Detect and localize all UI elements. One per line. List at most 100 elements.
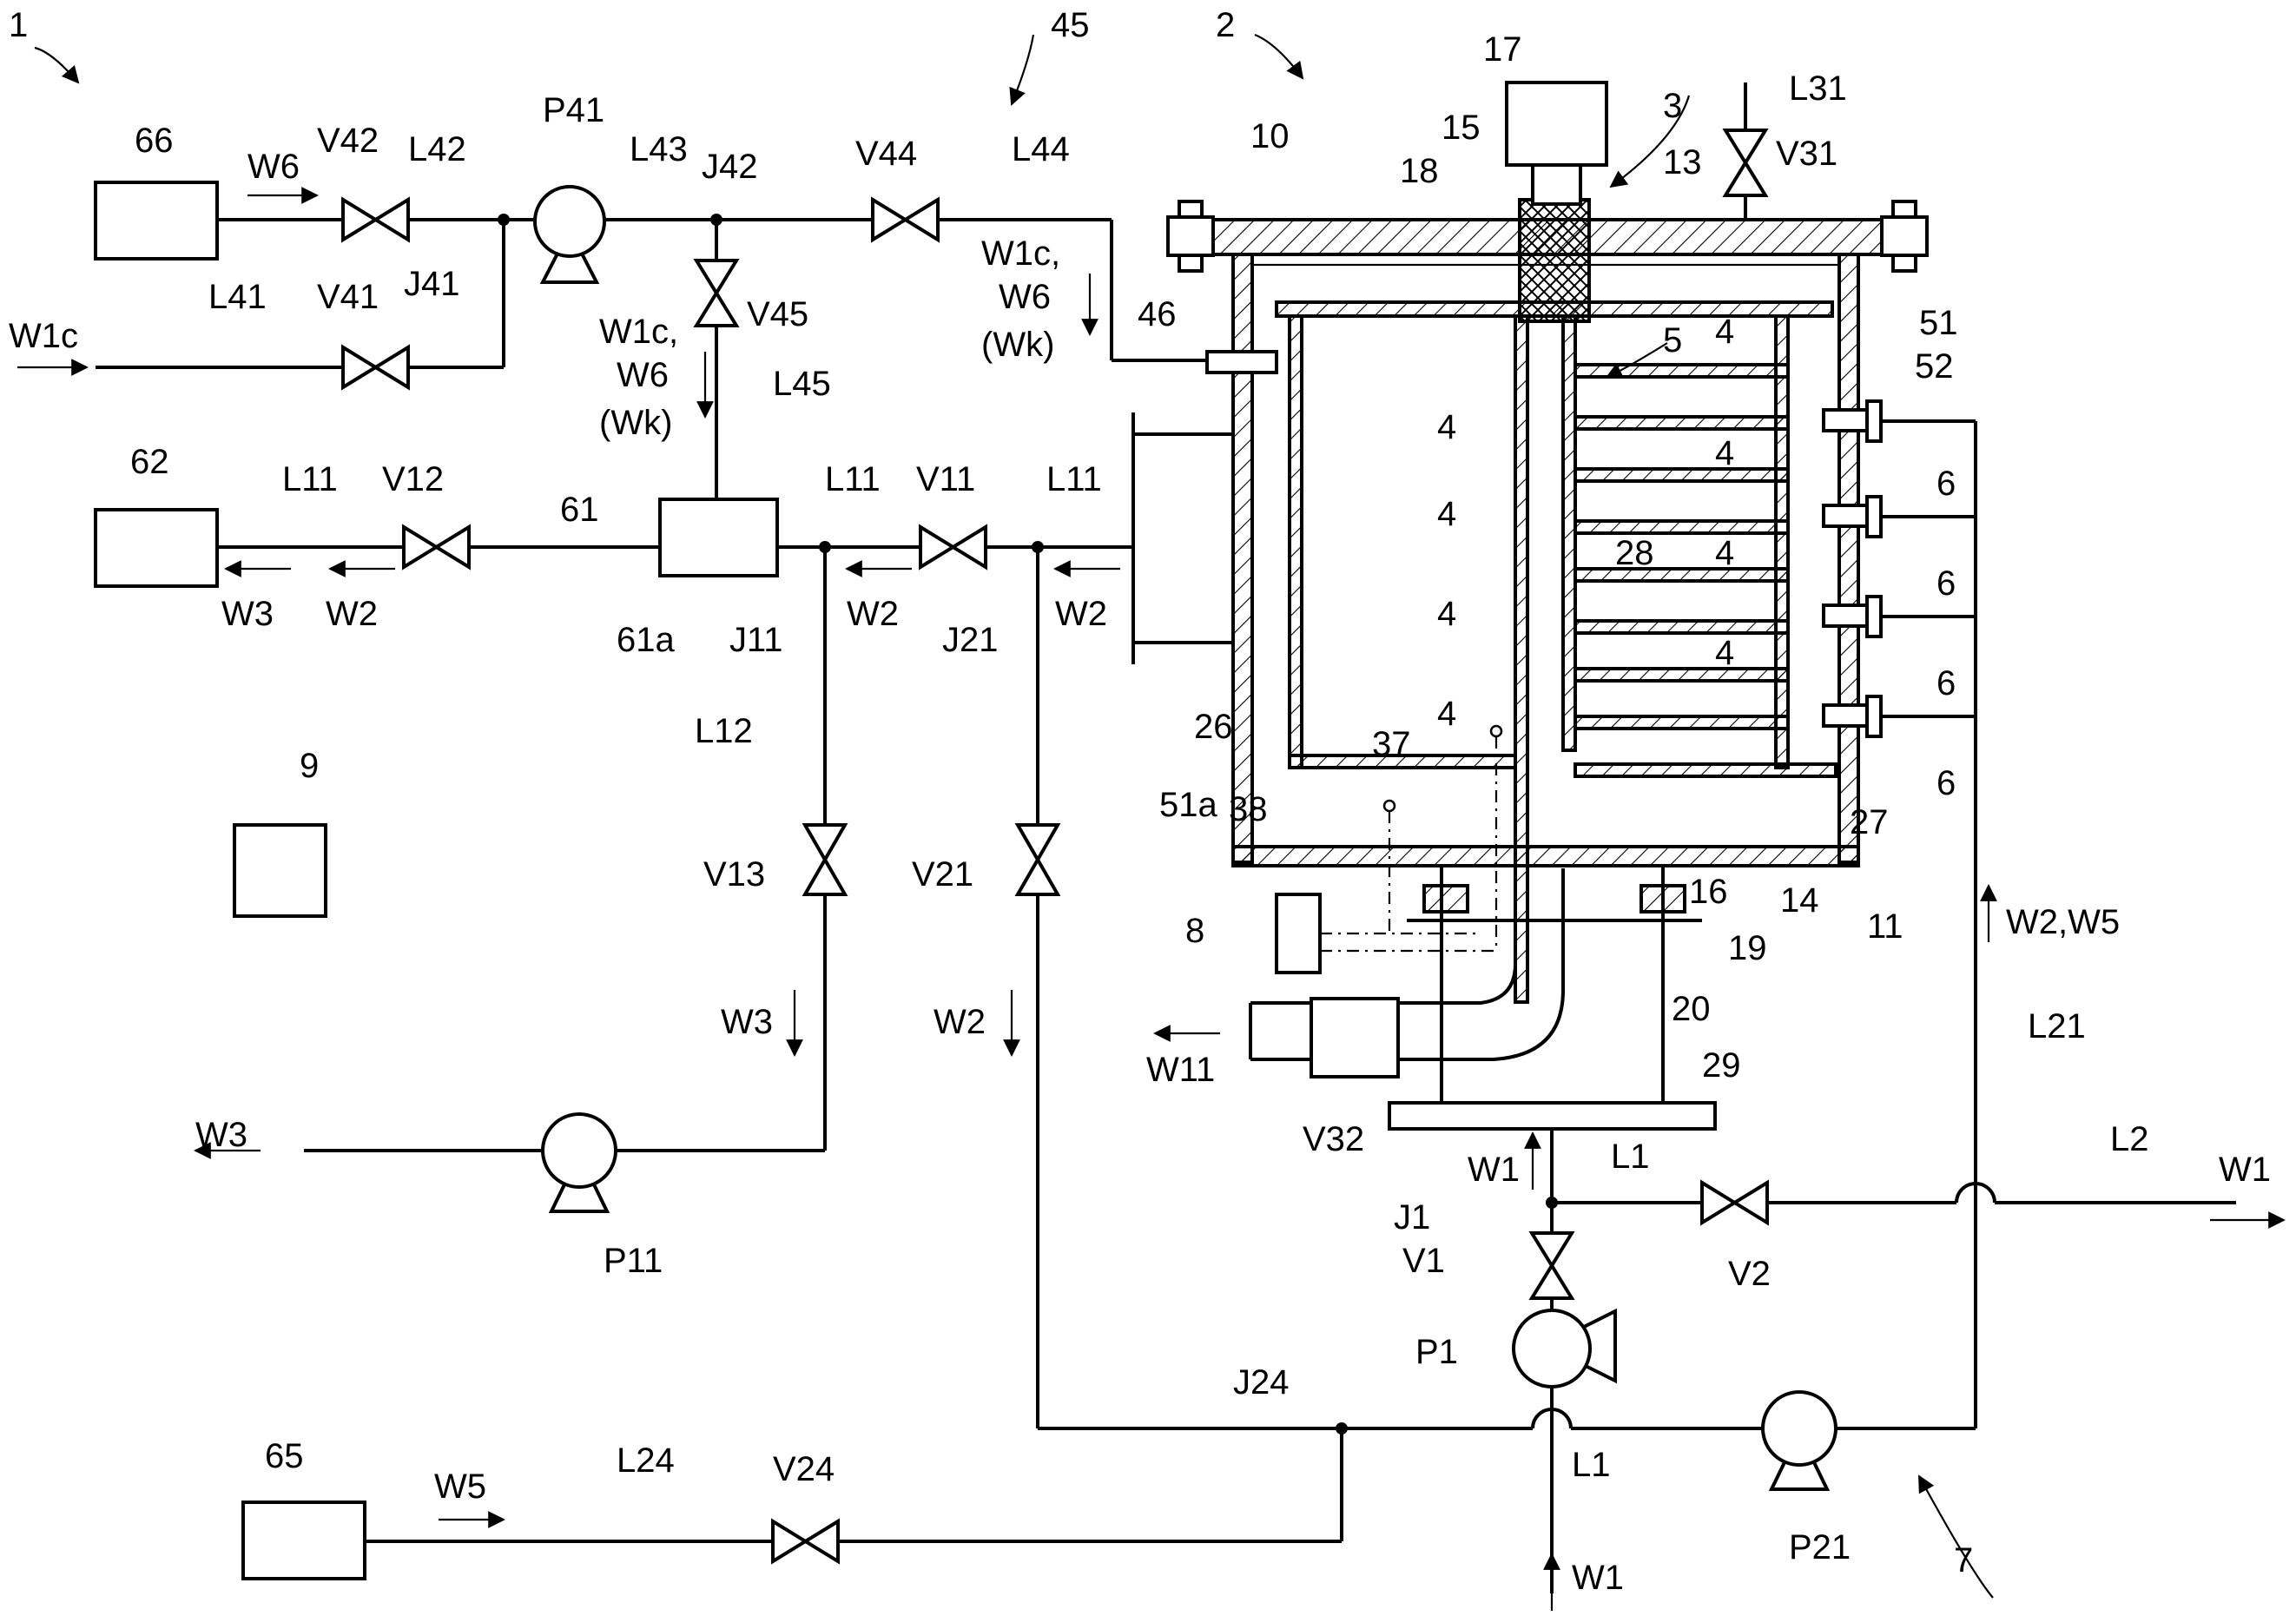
label-v32: V32: [1303, 1120, 1364, 1158]
label-p41: P41: [543, 91, 604, 129]
label-l24: L24: [617, 1441, 675, 1480]
valve-v11: [919, 524, 987, 571]
label-w5: W5: [434, 1468, 486, 1506]
valve-v24: [771, 1518, 840, 1565]
label-v42: V42: [317, 122, 379, 160]
sensor-8-box: [1275, 893, 1322, 974]
label-w2-down: W2: [934, 1003, 986, 1041]
label-l1-top: L1: [1611, 1138, 1650, 1176]
label-38: 38: [1229, 790, 1268, 828]
label-j11: J11: [729, 621, 783, 659]
label-5: 5: [1663, 321, 1682, 359]
label-wk-l45: (Wk): [599, 404, 672, 442]
valve-v31: [1722, 129, 1769, 197]
pump-p1: [1512, 1308, 1617, 1388]
label-l1-bottom: L1: [1572, 1446, 1611, 1484]
label-wk-l44: (Wk): [981, 326, 1054, 364]
label-62: 62: [130, 443, 169, 481]
label-w3-down: W3: [721, 1003, 773, 1041]
valve-v44: [871, 196, 940, 243]
label-v45: V45: [747, 295, 808, 333]
label-3: 3: [1663, 87, 1682, 125]
label-6b: 6: [1936, 564, 1956, 603]
label-19: 19: [1728, 929, 1767, 967]
label-p11: P11: [604, 1242, 663, 1280]
flow-arrows: [17, 187, 2286, 1611]
label-10: 10: [1250, 117, 1290, 155]
label-v13: V13: [703, 855, 765, 894]
valve-v21: [1014, 823, 1061, 896]
label-4b: 4: [1715, 434, 1734, 472]
controller-box: [233, 823, 327, 918]
label-w2-l11b: W2: [1055, 595, 1107, 633]
label-4g: 4: [1437, 595, 1456, 633]
label-l11-c: L11: [1046, 460, 1102, 498]
label-4h: 4: [1437, 695, 1456, 733]
label-4f: 4: [1437, 495, 1456, 533]
pump-p41: [533, 185, 606, 284]
label-6c: 6: [1936, 664, 1956, 702]
label-27: 27: [1850, 803, 1889, 841]
label-w1-out: W1: [2219, 1151, 2271, 1189]
label-l41: L41: [208, 278, 267, 316]
label-61a: 61a: [617, 621, 675, 659]
label-j41: J41: [404, 265, 460, 303]
label-j42: J42: [702, 148, 758, 186]
label-51a: 51a: [1159, 786, 1217, 824]
label-w6-l44: W6: [999, 278, 1051, 316]
label-4c: 4: [1715, 534, 1734, 572]
junction-dots: [498, 214, 1558, 1435]
label-v1: V1: [1402, 1242, 1445, 1280]
tank-65: [241, 1501, 366, 1580]
valve-v1: [1528, 1231, 1575, 1300]
label-v2: V2: [1728, 1255, 1771, 1293]
label-45: 45: [1051, 6, 1090, 44]
label-11: 11: [1867, 907, 1903, 946]
label-l11-b: L11: [825, 460, 881, 498]
label-65: 65: [265, 1437, 304, 1475]
label-w2-tank: W2: [326, 595, 378, 633]
label-w1-up: W1: [1468, 1151, 1520, 1189]
label-18: 18: [1400, 152, 1439, 190]
main-unit: [1132, 163, 1929, 1131]
label-w6-l45: W6: [617, 356, 669, 394]
label-w1c-l44: W1c,: [981, 234, 1060, 273]
label-w6: W6: [247, 148, 300, 186]
label-figure: 1: [9, 6, 28, 44]
valve-v41: [341, 344, 410, 391]
label-4e: 4: [1437, 408, 1456, 446]
label-8: 8: [1185, 912, 1204, 950]
tank-66: [94, 181, 219, 261]
pump-p21: [1761, 1390, 1837, 1491]
label-v24: V24: [773, 1450, 835, 1488]
label-w1-in: W1: [1572, 1559, 1624, 1597]
label-w2-l11: W2: [847, 595, 899, 633]
label-v11: V11: [916, 460, 975, 498]
label-15: 15: [1442, 109, 1481, 147]
label-l43: L43: [630, 130, 688, 168]
label-w11: W11: [1146, 1051, 1215, 1089]
label-w1c-l45: W1c,: [599, 313, 678, 351]
label-51: 51: [1919, 304, 1958, 342]
label-w1c-in: W1c: [9, 317, 78, 355]
label-6a: 6: [1936, 465, 1956, 503]
label-26: 26: [1194, 708, 1233, 746]
valve-v45: [693, 259, 740, 327]
valve-v2: [1700, 1179, 1769, 1226]
label-w3-tank: W3: [221, 595, 274, 633]
label-v21: V21: [912, 855, 973, 894]
label-28: 28: [1615, 534, 1654, 572]
label-v41: V41: [317, 278, 379, 316]
label-9: 9: [300, 747, 319, 785]
pump-p11: [541, 1112, 617, 1213]
label-6d: 6: [1936, 764, 1956, 802]
tank-62: [94, 508, 219, 588]
label-46: 46: [1138, 295, 1177, 333]
label-p21: P21: [1789, 1528, 1851, 1567]
label-v44: V44: [855, 135, 917, 173]
label-4a: 4: [1715, 313, 1734, 351]
label-16: 16: [1689, 873, 1728, 911]
label-13: 13: [1663, 143, 1702, 181]
label-29: 29: [1702, 1046, 1741, 1085]
